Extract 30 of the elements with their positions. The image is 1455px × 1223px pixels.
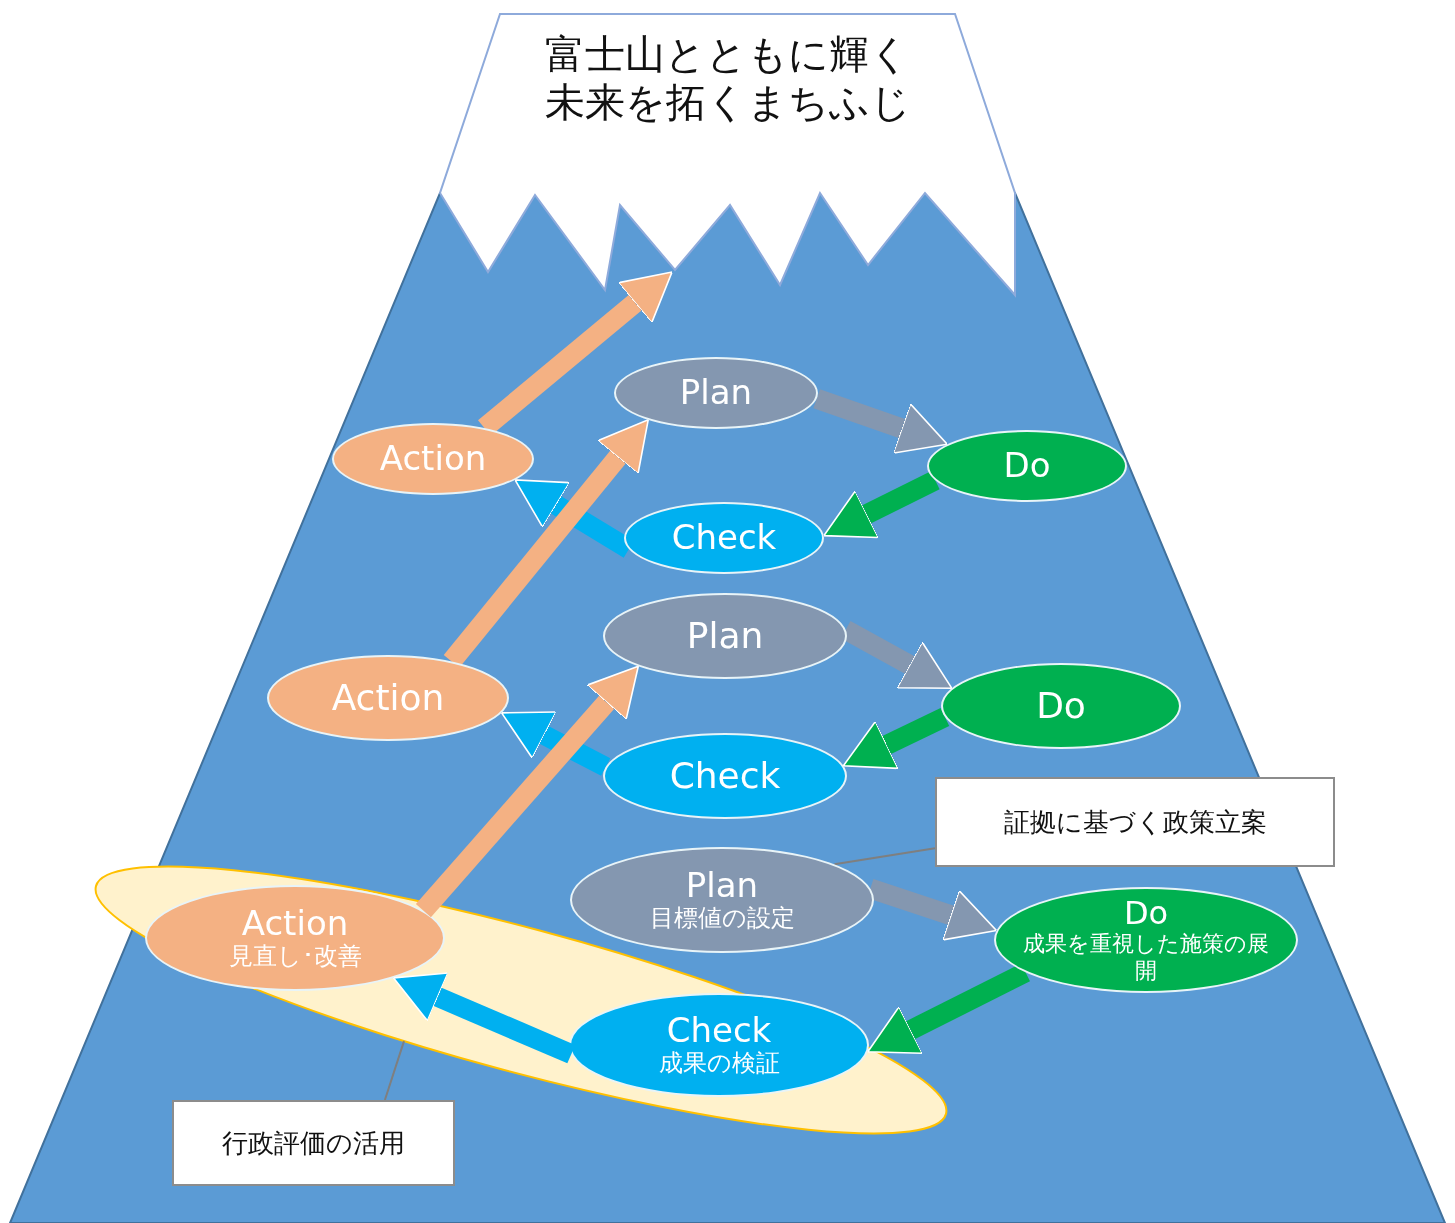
stage-label: Action <box>379 440 487 478</box>
stage-label: Plan <box>686 616 764 656</box>
leader-line <box>833 847 936 866</box>
stage-label: Check <box>666 1011 772 1050</box>
arrow <box>415 665 640 918</box>
stage-label: Plan <box>685 866 759 905</box>
callout-box <box>172 1100 455 1186</box>
callout-text: 行政評価の活用 <box>222 1126 405 1160</box>
snow-cap <box>440 14 1015 295</box>
stage-label: Do <box>1003 447 1051 485</box>
arrow <box>842 707 950 770</box>
arrow <box>813 389 949 454</box>
stage-label: Check <box>671 519 777 557</box>
title-text: 富士山とともに輝く未来を拓くまちふじ <box>543 30 912 126</box>
stage-description: 見直し･改善 <box>228 942 362 972</box>
arrow <box>823 471 940 539</box>
stage-label: Do <box>1036 686 1086 726</box>
stage-description: 成果を重視した施策の展開 <box>1022 931 1270 984</box>
callout-box <box>935 777 1335 867</box>
stage-description: 目標値の設定 <box>649 904 795 934</box>
arrow <box>500 711 611 776</box>
stage-label: Check <box>669 756 781 796</box>
arrow <box>392 972 576 1064</box>
leader-line <box>383 1040 405 1101</box>
stage-label: Do <box>1123 896 1169 932</box>
stage-label: Action <box>331 678 445 718</box>
callout-text: 証拠に基づく政策立案 <box>1003 805 1267 839</box>
stage-label: Action <box>241 904 349 943</box>
stage-label: Plan <box>679 374 753 412</box>
stage-description: 成果の検証 <box>658 1049 780 1079</box>
